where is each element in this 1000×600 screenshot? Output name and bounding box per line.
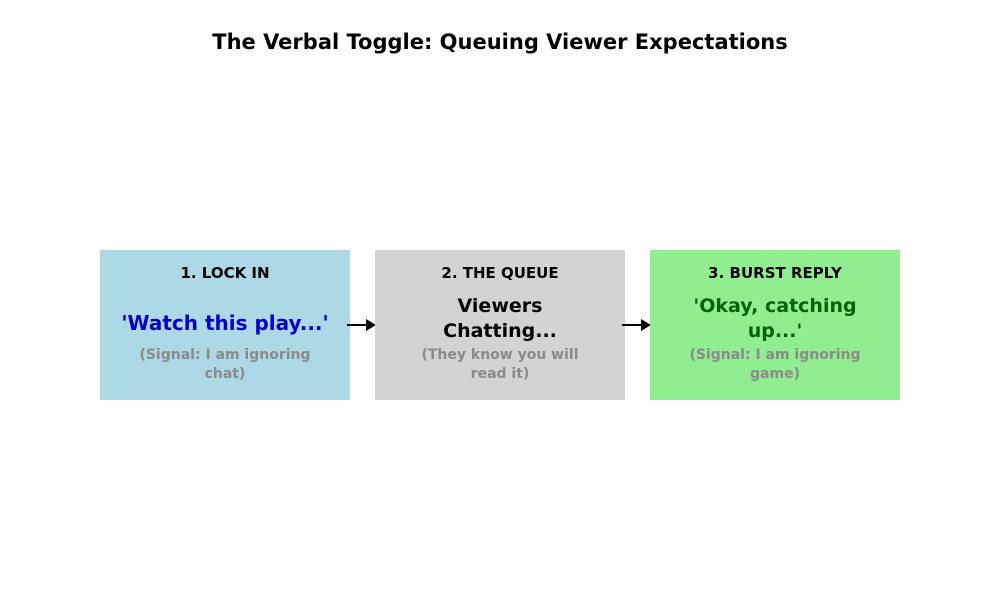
box-main-text: Viewers Chatting... <box>443 295 557 342</box>
box-heading: 3. BURST REPLY <box>708 264 842 282</box>
box-signal-text: (They know you will read it) <box>421 347 579 382</box>
box-main-text: 'Okay, catching up...' <box>693 295 857 342</box>
box-heading: 1. LOCK IN <box>180 264 270 282</box>
flow-box-lock-in: 1. LOCK IN 'Watch this play...' (Signal:… <box>100 250 350 400</box>
box-signal-text: (Signal: I am ignoring game) <box>689 347 861 382</box>
flow-arrow-icon <box>622 315 651 335</box>
box-main-text: 'Watch this play...' <box>121 311 329 335</box>
flow-arrow-icon <box>347 315 376 335</box>
diagram-title: The Verbal Toggle: Queuing Viewer Expect… <box>212 30 788 54</box>
box-signal-text: (Signal: I am ignoring chat) <box>139 347 311 382</box>
flow-box-burst-reply: 3. BURST REPLY 'Okay, catching up...' (S… <box>650 250 900 400</box>
flow-box-the-queue: 2. THE QUEUE Viewers Chatting... (They k… <box>375 250 625 400</box>
box-heading: 2. THE QUEUE <box>441 264 559 282</box>
